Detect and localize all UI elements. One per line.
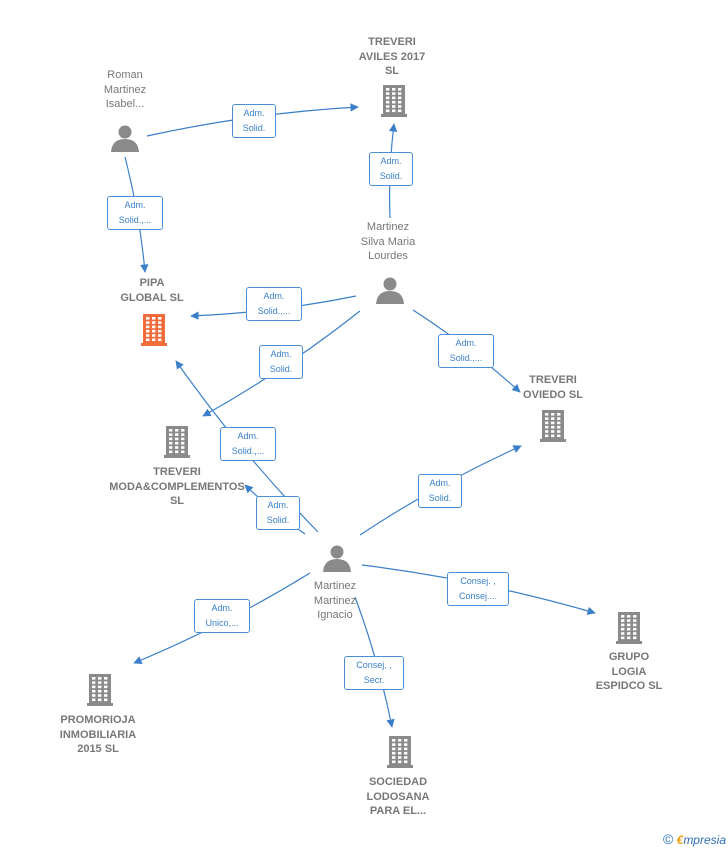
node-label-silva[interactable]: Martinez Silva Maria Lourdes (360, 221, 416, 262)
node-label-promorioja[interactable]: PROMORIOJA INMOBILIARIA 2015 SL (59, 714, 137, 755)
relation-label-ignacio-sociedad[interactable]: Consej. , Secr. (344, 656, 404, 690)
relation-label-silva-moda[interactable]: Adm. Solid. (259, 345, 303, 379)
node-label-aviles[interactable]: TREVERI AVILES 2017 SL (358, 36, 426, 77)
building-icon-aviles[interactable] (381, 85, 407, 117)
brand-initial: € (676, 833, 684, 847)
building-icon-oviedo[interactable] (540, 410, 566, 442)
relation-label-silva-pipa[interactable]: Adm. Solid.,... (246, 287, 302, 321)
relation-label-ignacio-oviedo[interactable]: Adm. Solid. (418, 474, 462, 508)
relation-label-silva-aviles[interactable]: Adm. Solid. (369, 152, 413, 186)
building-icon-sociedad[interactable] (387, 736, 413, 768)
node-label-roman[interactable]: Roman Martinez Isabel... (103, 69, 147, 110)
relation-label-roman-aviles[interactable]: Adm. Solid. (232, 104, 276, 138)
node-label-sociedad[interactable]: SOCIEDAD LODOSANA PARA EL... (366, 776, 430, 817)
nodes-layer (87, 85, 642, 768)
person-icon-roman[interactable] (111, 125, 139, 153)
node-label-pipa[interactable]: PIPA GLOBAL SL (120, 277, 184, 304)
copyright-symbol: © (662, 831, 674, 847)
relation-label-ignacio-promorioja[interactable]: Adm. Unico,... (194, 599, 250, 633)
node-label-ignacio[interactable]: Martinez Martinez Ignacio (313, 580, 357, 621)
person-icon-ignacio[interactable] (323, 545, 351, 573)
building-icon-moda[interactable] (164, 426, 190, 458)
relation-label-ignacio-pipa[interactable]: Adm. Solid.,... (220, 427, 276, 461)
node-label-oviedo[interactable]: TREVERI OVIEDO SL (523, 374, 583, 401)
building-icon-promorioja[interactable] (87, 674, 113, 706)
person-icon-silva[interactable] (376, 277, 404, 305)
relation-label-ignacio-grupo[interactable]: Consej. , Consej.... (447, 572, 509, 606)
building-icon-pipa[interactable] (141, 314, 167, 346)
relation-label-roman-pipa[interactable]: Adm. Solid.,... (107, 196, 163, 230)
relation-label-silva-oviedo[interactable]: Adm. Solid.,... (438, 334, 494, 368)
edges-layer (124, 103, 596, 728)
node-label-grupo[interactable]: GRUPO LOGIA ESPIDCO SL (595, 651, 663, 692)
building-icon-grupo[interactable] (616, 612, 642, 644)
brand-name: mpresia (683, 833, 726, 847)
node-label-moda[interactable]: TREVERI MODA&COMPLEMENTOS SL (109, 466, 245, 507)
relation-label-ignacio-moda[interactable]: Adm. Solid. (256, 496, 300, 530)
footer: © €mpresia (663, 831, 726, 847)
